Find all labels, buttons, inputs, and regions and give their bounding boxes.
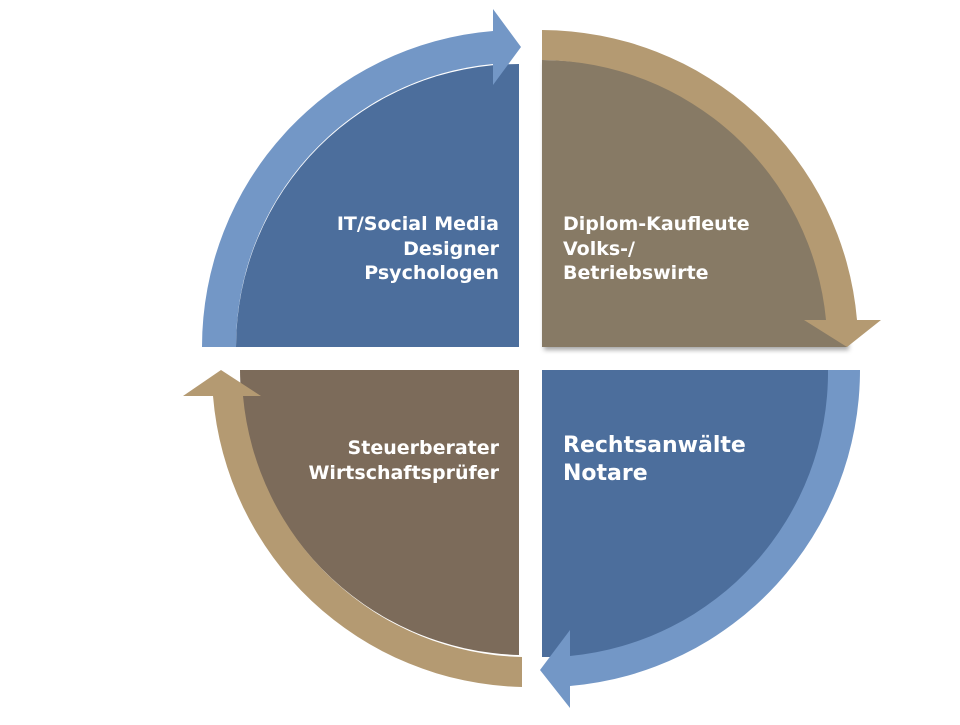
quadrant-bottom-right [542,370,831,657]
quadrant-bottom-left-text: Steuerberater Wirtschaftsprüfer [199,436,499,485]
quadrant-bottom-right-line: Notare [563,460,648,486]
quadrant-top-right-text: Diplom-Kaufleute Volks-/ Betriebswirte [563,212,863,286]
quadrant-top-left-line: IT/Social Media [336,213,499,235]
quadrant-bottom-left-line: Steuerberater [347,437,499,459]
quadrant-top-right [542,59,847,347]
arrow-bottom-left [183,370,522,687]
quadrant-top-left [236,64,519,347]
quadrant-bottom-left-line: Wirtschaftsprüfer [308,461,499,484]
quadrant-bottom-right-line: Rechtsanwälte [563,433,746,458]
quadrant-top-right-line: Volks-/ [563,237,636,260]
arrow-bottom-right [540,370,860,708]
quadrant-bottom-right-text: Rechtsanwälte Notare [563,432,863,487]
quadrant-top-right-line: Betriebswirte [563,262,709,285]
quadrant-top-left-line: Designer [403,237,499,260]
arrow-top-right [542,30,881,347]
quadrant-top-right-line: Diplom-Kaufleute [563,213,750,235]
quadrant-bottom-left [240,370,519,655]
quadrant-top-left-text: IT/Social Media Designer Psychologen [199,212,499,286]
arrow-top-left [201,9,521,347]
quadrant-top-left-line: Psychologen [364,262,499,285]
